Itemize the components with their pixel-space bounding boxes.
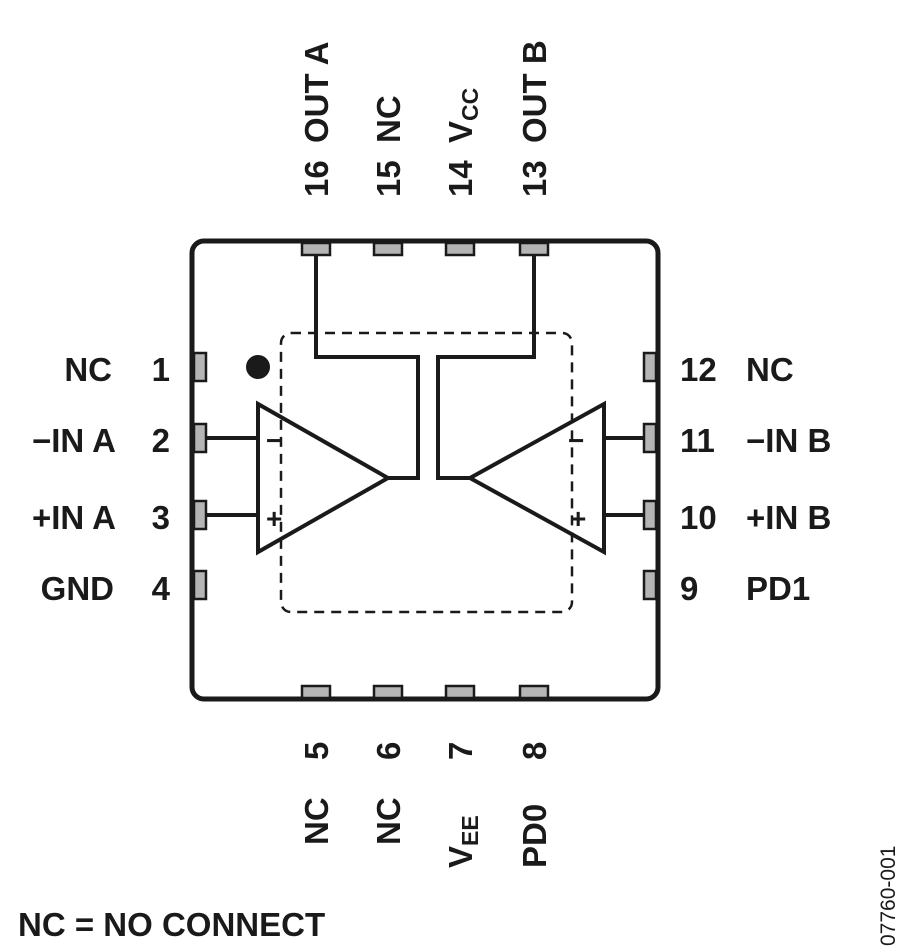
pin-8-number: 8 xyxy=(516,742,553,760)
pin-9-number: 9 xyxy=(680,570,698,607)
pin-13-name: OUT B xyxy=(516,40,553,143)
pad-3 xyxy=(192,499,208,531)
pin-4-name: GND xyxy=(41,570,114,607)
pin-2-number: 2 xyxy=(152,422,170,459)
amplifier-a: − + xyxy=(206,255,420,556)
amp-a-inverting-symbol: − xyxy=(266,425,282,456)
pad-8 xyxy=(518,684,550,700)
pad-9 xyxy=(642,569,658,601)
pin-1-number: 1 xyxy=(152,351,170,388)
pin-16-number: 16 xyxy=(298,160,335,197)
pin-3-name: +IN A xyxy=(32,499,116,536)
pad-14 xyxy=(444,241,476,257)
figure-code: 07760-001 xyxy=(877,846,900,946)
right-pin-labels: 9 PD1 10 +IN B 11 −IN B 12 NC xyxy=(680,351,831,607)
top-pin-labels: 16 OUT A 15 NC 14 VCC 13 OUT B xyxy=(298,40,553,197)
pad-6 xyxy=(372,684,404,700)
pads xyxy=(192,241,658,700)
pin-14-name: VCC xyxy=(442,88,483,143)
pad-11 xyxy=(642,422,658,454)
pin-1-name: NC xyxy=(64,351,112,388)
pad-16 xyxy=(300,241,332,257)
pad-13 xyxy=(518,241,550,257)
amp-b-noninverting-symbol: + xyxy=(570,503,586,534)
amp-a-noninverting-symbol: + xyxy=(266,503,282,534)
pad-10 xyxy=(642,499,658,531)
pin-14-number: 14 xyxy=(442,160,479,197)
pad-1 xyxy=(192,351,208,383)
footnote: NC = NO CONNECT xyxy=(18,906,325,943)
amplifier-b: − + xyxy=(436,255,644,556)
pin-7-number: 7 xyxy=(442,742,479,760)
exposed-pad-outline xyxy=(279,331,574,614)
pin-15-number: 15 xyxy=(370,160,407,197)
pin-3-number: 3 xyxy=(152,499,170,536)
pin-16-name: OUT A xyxy=(298,42,335,143)
pin-6-name: NC xyxy=(370,797,407,845)
pin-15-name: NC xyxy=(370,95,407,143)
package-outline xyxy=(189,238,661,702)
pin-11-number: 11 xyxy=(680,422,715,459)
pin-2-name: −IN A xyxy=(32,422,116,459)
pin-12-number: 12 xyxy=(680,351,717,388)
pin-5-number: 5 xyxy=(298,742,335,760)
amp-b-inverting-symbol: − xyxy=(568,425,584,456)
pad-7 xyxy=(444,684,476,700)
pin-6-number: 6 xyxy=(370,742,407,760)
pin-8-name: PD0 xyxy=(516,804,553,868)
pin-10-name: +IN B xyxy=(746,499,831,536)
bottom-pin-labels: 5 NC 6 NC 7 VEE 8 PD0 xyxy=(298,742,553,868)
pin-9-name: PD1 xyxy=(746,570,810,607)
pad-15 xyxy=(372,241,404,257)
left-pin-labels: NC 1 −IN A 2 +IN A 3 GND 4 xyxy=(32,351,171,607)
pin-4-number: 4 xyxy=(152,570,171,607)
pin1-indicator-dot xyxy=(246,355,270,379)
pin-12-name: NC xyxy=(746,351,794,388)
pad-5 xyxy=(300,684,332,700)
pad-2 xyxy=(192,422,208,454)
pad-12 xyxy=(642,351,658,383)
pad-4 xyxy=(192,569,208,601)
pin-5-name: NC xyxy=(298,797,335,845)
pin-11-name: −IN B xyxy=(746,422,831,459)
pin-10-number: 10 xyxy=(680,499,717,536)
pin-7-name: VEE xyxy=(442,815,483,868)
pin-13-number: 13 xyxy=(516,160,553,197)
